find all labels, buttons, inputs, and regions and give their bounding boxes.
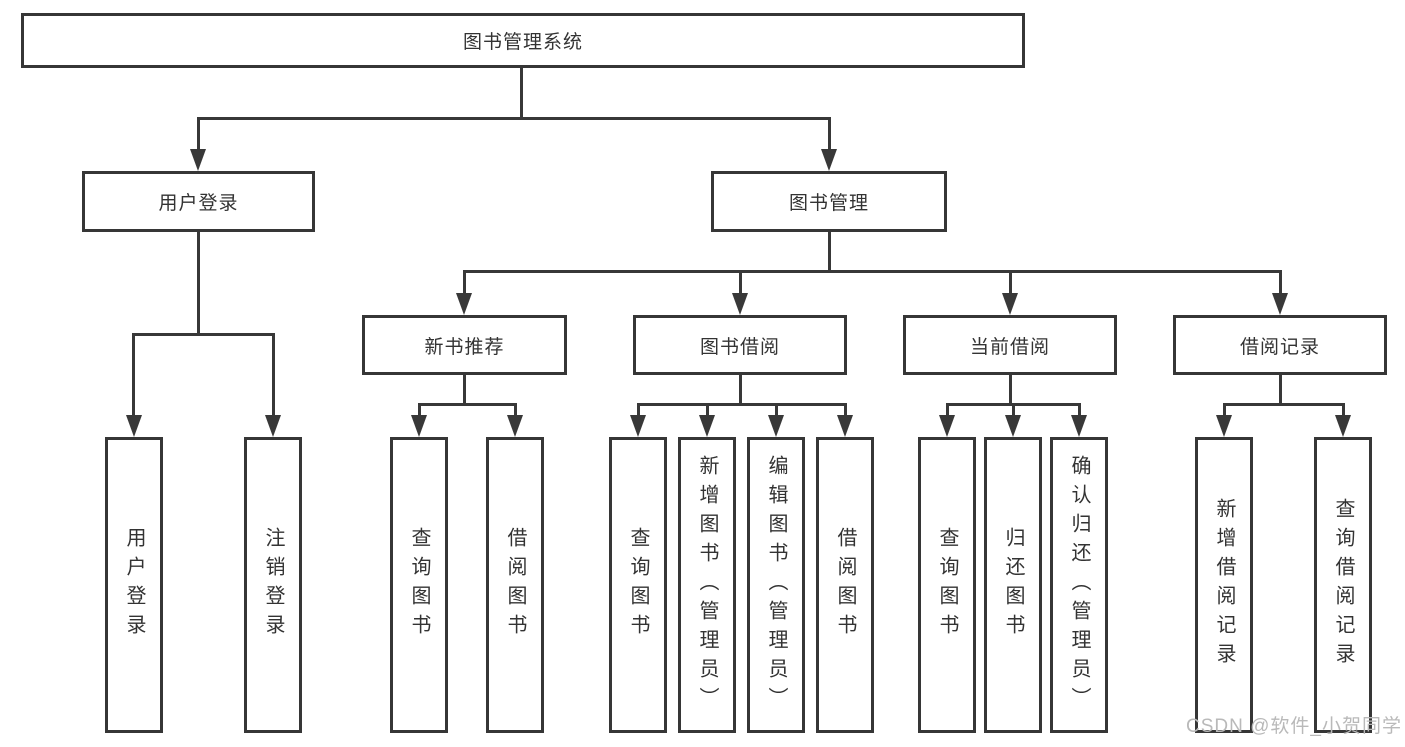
arrow-down-icon [699, 415, 715, 437]
arrow-down-icon [507, 415, 523, 437]
connector-line [637, 403, 846, 406]
node-label: 新书推荐 [424, 336, 505, 358]
leaf-edit-books-admin: 编辑图书（管理员） [747, 437, 805, 733]
leaf-query-books-3: 查询图书 [918, 437, 976, 733]
leaf-query-books-1: 查询图书 [390, 437, 448, 733]
arrow-down-icon [1071, 415, 1087, 437]
node-book-management: 图书管理 [711, 171, 947, 232]
leaf-label: 查询借阅记录 [1332, 498, 1354, 672]
node-label: 借阅记录 [1239, 336, 1320, 358]
connector-line [514, 403, 517, 417]
node-borrow-records: 借阅记录 [1173, 315, 1387, 375]
connector-line [418, 403, 517, 406]
node-label: 当前借阅 [969, 336, 1050, 358]
connector-line [637, 403, 640, 417]
leaf-user-login: 用户登录 [105, 437, 163, 733]
leaf-logout: 注销登录 [244, 437, 302, 733]
leaf-label: 注销登录 [262, 527, 284, 643]
connector-line [1342, 403, 1345, 417]
leaf-label: 新增借阅记录 [1213, 498, 1235, 672]
arrow-down-icon [456, 293, 472, 315]
connector-line [1009, 372, 1012, 406]
node-book-borrow: 图书借阅 [633, 315, 847, 375]
arrow-down-icon [630, 415, 646, 437]
node-label: 用户登录 [158, 193, 239, 214]
leaf-confirm-return-admin: 确认归还（管理员） [1050, 437, 1108, 733]
arrow-down-icon [1335, 415, 1351, 437]
connector-line [520, 66, 523, 120]
connector-line [739, 372, 742, 406]
arrow-down-icon [1216, 415, 1232, 437]
connector-line [946, 403, 949, 417]
connector-line [828, 117, 831, 151]
connector-line [844, 403, 847, 417]
connector-line [197, 117, 200, 151]
connector-line [1078, 403, 1081, 417]
node-new-book-recommend: 新书推荐 [362, 315, 567, 375]
watermark: CSDN @软件_小贺同学 [1186, 716, 1402, 737]
connector-line [132, 333, 135, 417]
connector-line [1279, 270, 1282, 295]
node-user-login: 用户登录 [82, 171, 315, 232]
leaf-return-books: 归还图书 [984, 437, 1042, 733]
arrow-down-icon [1272, 293, 1288, 315]
node-label: 图书管理系统 [462, 32, 583, 53]
arrow-down-icon [190, 149, 206, 171]
connector-line [1223, 403, 1344, 406]
arrow-down-icon [126, 415, 142, 437]
arrow-down-icon [1002, 293, 1018, 315]
connector-line [463, 270, 1281, 273]
connector-line [463, 372, 466, 406]
connector-line [197, 117, 831, 120]
leaf-label: 用户登录 [123, 527, 145, 643]
leaf-label: 查询图书 [627, 527, 649, 643]
connector-line [197, 229, 200, 336]
leaf-label: 归还图书 [1002, 527, 1024, 643]
connector-line [418, 403, 421, 417]
arrow-down-icon [732, 293, 748, 315]
connector-line [1223, 403, 1226, 417]
connector-line [463, 270, 466, 295]
connector-line [706, 403, 709, 417]
connector-line [1279, 372, 1282, 406]
arrow-down-icon [821, 149, 837, 171]
node-label: 图书管理 [788, 193, 869, 214]
leaf-borrow-books-2: 借阅图书 [816, 437, 874, 733]
arrow-down-icon [768, 415, 784, 437]
leaf-label: 查询图书 [936, 527, 958, 643]
arrow-down-icon [265, 415, 281, 437]
connector-line [739, 270, 742, 295]
leaf-query-books-2: 查询图书 [609, 437, 667, 733]
arrow-down-icon [411, 415, 427, 437]
arrow-down-icon [1005, 415, 1021, 437]
connector-line [828, 229, 831, 273]
arrow-down-icon [939, 415, 955, 437]
connector-line [775, 403, 778, 417]
leaf-borrow-books-1: 借阅图书 [486, 437, 544, 733]
leaf-add-borrow-record: 新增借阅记录 [1195, 437, 1253, 733]
connector-line [272, 333, 275, 417]
node-root-system: 图书管理系统 [21, 13, 1025, 68]
node-label: 图书借阅 [699, 336, 780, 358]
leaf-add-books-admin: 新增图书（管理员） [678, 437, 736, 733]
leaf-label: 查询图书 [408, 527, 430, 643]
connector-line [1009, 270, 1012, 295]
connector-line [132, 333, 274, 336]
node-current-borrow: 当前借阅 [903, 315, 1117, 375]
leaf-label: 编辑图书（管理员） [765, 454, 787, 716]
leaf-label: 新增图书（管理员） [696, 454, 718, 716]
leaf-label: 借阅图书 [504, 527, 526, 643]
connector-line [1012, 403, 1015, 417]
leaf-query-borrow-record: 查询借阅记录 [1314, 437, 1372, 733]
leaf-label: 借阅图书 [834, 527, 856, 643]
arrow-down-icon [837, 415, 853, 437]
leaf-label: 确认归还（管理员） [1068, 454, 1090, 716]
